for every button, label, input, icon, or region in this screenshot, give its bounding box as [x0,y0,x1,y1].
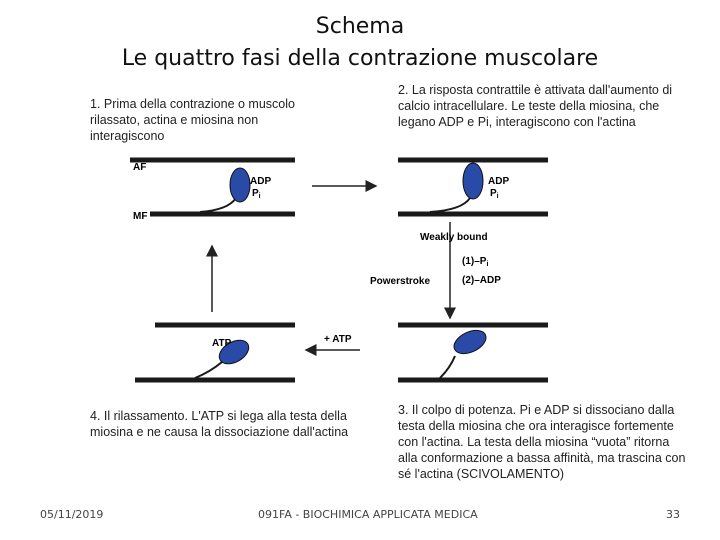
release-pi-label: (1)–Pi [462,256,488,268]
myosin-head [229,167,251,203]
myosin-neck [439,355,456,379]
myosin-neck [429,197,471,213]
myosin-neck [199,197,237,213]
myosin-neck [194,361,223,379]
myosin-head [218,339,250,365]
powerstroke-label: Powerstroke [370,276,430,287]
weakly-bound-label: Weakly bound [420,232,488,243]
panel-relaxed: AF MF ADP Pi [130,157,295,222]
pi-label: Pi [490,188,499,200]
pi-label: Pi [252,188,261,200]
slide-title: Schema [315,14,405,39]
atp-label: ATP [212,338,232,349]
adp-label: ADP [488,176,509,187]
step1-description: 1. Prima della contrazione o muscolo ril… [90,97,295,143]
plus-atp-label: + ATP [324,334,352,345]
step4-description: 4. Il rilassamento. L'ATP si lega alla t… [90,409,349,439]
panel-atp-bound: ATP [135,322,295,383]
footer-page-number: 33 [666,508,680,521]
mf-label: MF [133,211,147,222]
step3-description: 3. Il colpo di potenza. Pi e ADP si diss… [398,403,686,481]
adp-label: ADP [250,176,271,187]
panel-weakly-bound: ADP Pi [398,157,548,217]
release-adp-label: (2)–ADP [462,275,501,286]
footer-date: 05/11/2019 [40,508,104,521]
footer-course: 091FA - BIOCHIMICA APPLICATA MEDICA [258,508,478,521]
panel-powerstroke [398,322,548,383]
step2-description: 2. La risposta contrattile è attivata da… [398,83,673,129]
af-label: AF [133,162,146,173]
myosin-head [453,329,487,355]
myosin-head [462,162,484,200]
slide-subtitle: Le quattro fasi della contrazione muscol… [121,46,599,71]
